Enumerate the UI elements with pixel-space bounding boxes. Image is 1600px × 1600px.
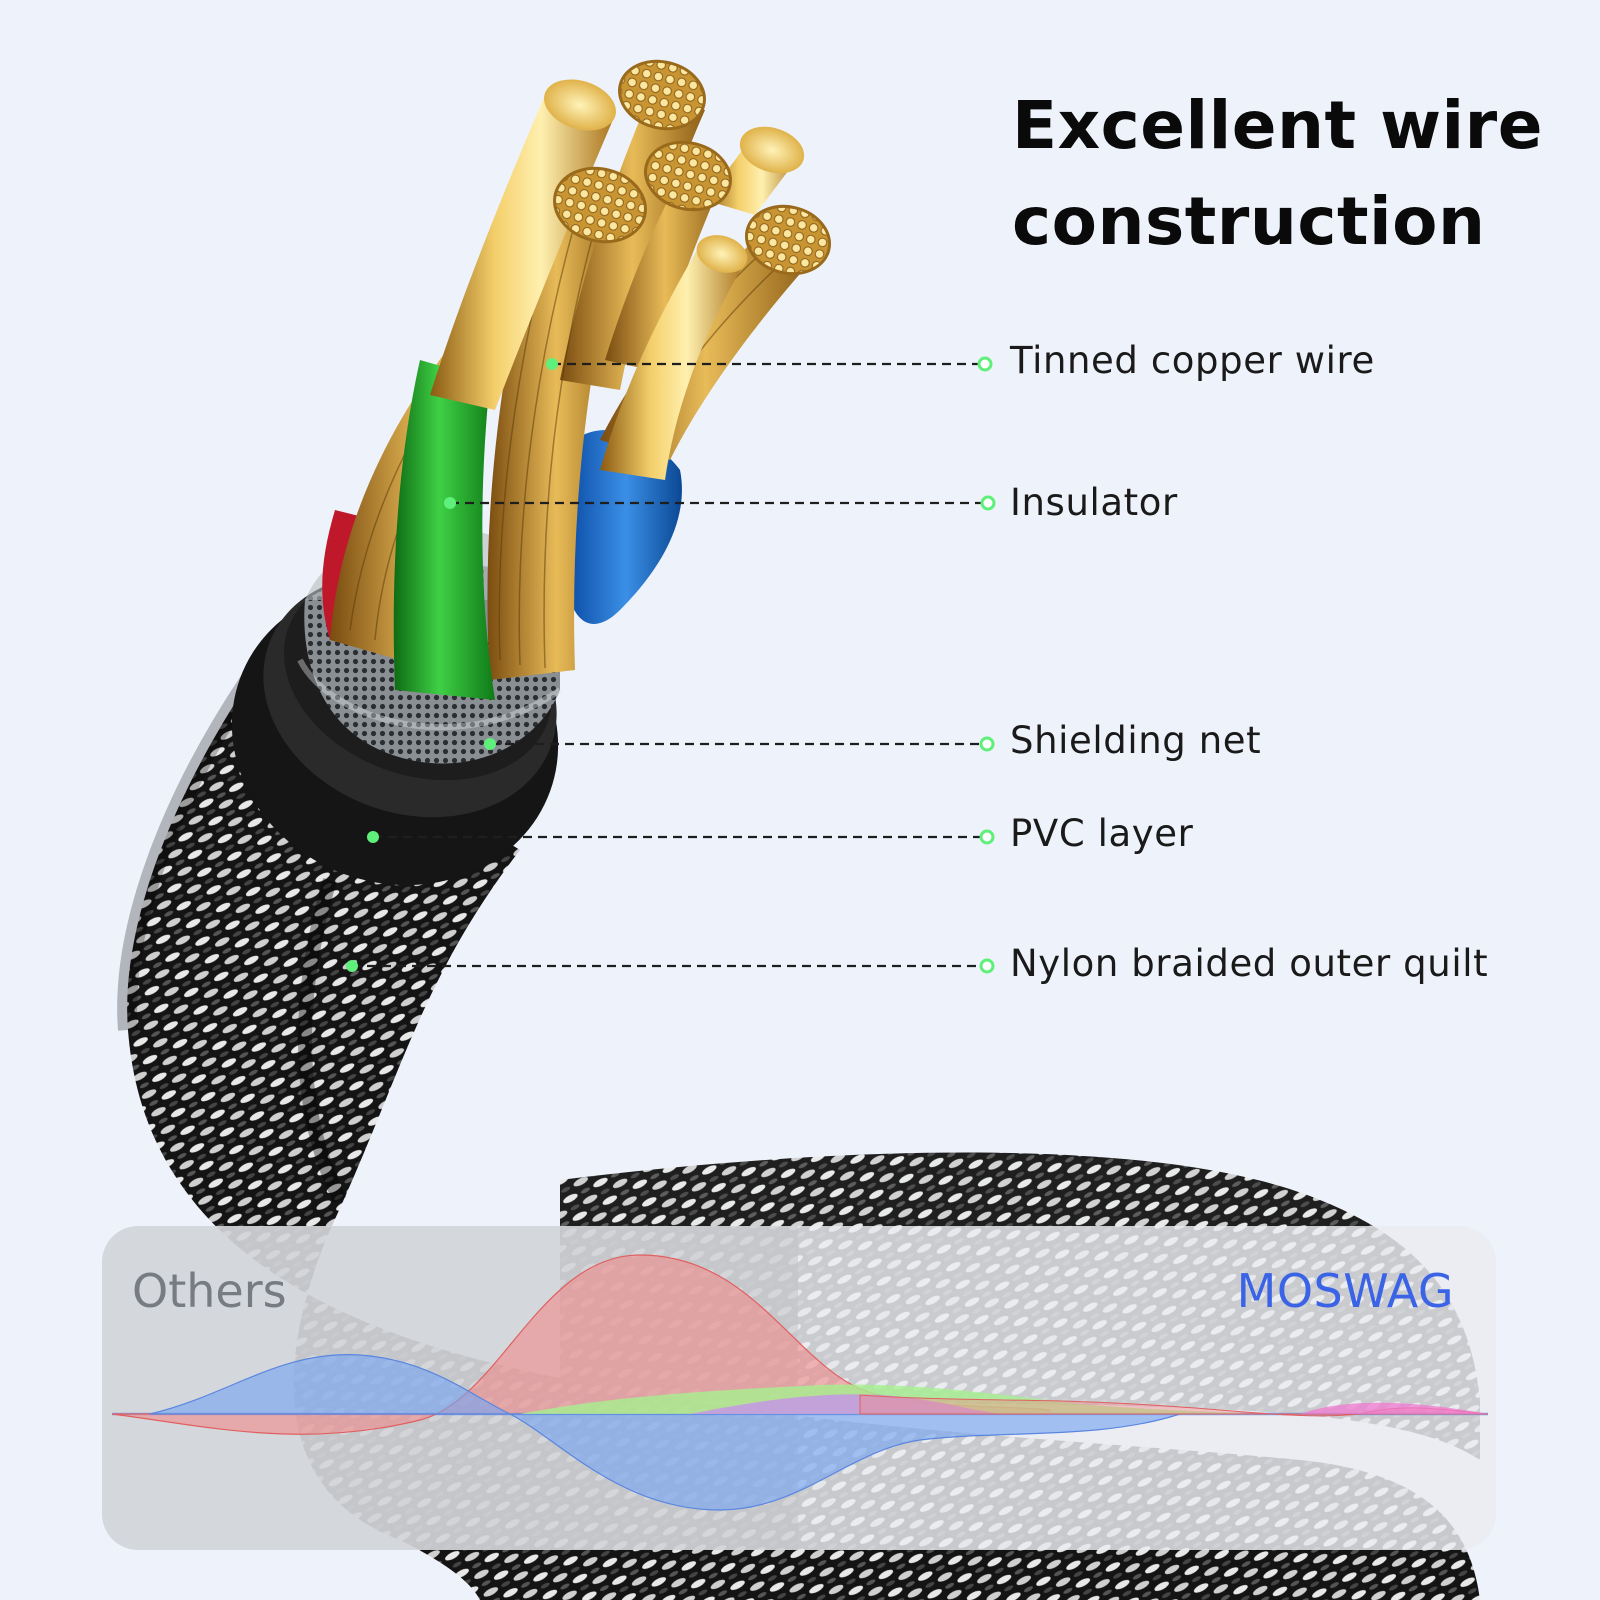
comparison-brand-label: MOSWAG xyxy=(1236,1264,1454,1318)
title-line-1: Excellent wire xyxy=(1012,87,1543,164)
callout-shielding-net: Shielding net xyxy=(1010,719,1262,762)
callout-nylon-braided-outer-quilt: Nylon braided outer quilt xyxy=(1010,942,1489,985)
blue-insulator xyxy=(570,430,682,624)
callout-leaders xyxy=(352,362,988,968)
comparison-others-label: Others xyxy=(132,1264,287,1318)
comparison-panel xyxy=(102,1226,1496,1550)
others-blue-wave xyxy=(149,1354,1181,1511)
solid-copper-wires xyxy=(430,79,805,480)
callout-tinned-copper-wire: Tinned copper wire xyxy=(1010,339,1375,382)
moswag-purple-wave xyxy=(690,1394,1000,1414)
insulator-dot xyxy=(444,497,456,509)
page-title: Excellent wire construction xyxy=(1012,78,1592,270)
shielding-dot xyxy=(484,738,496,750)
callout-dots xyxy=(346,356,996,974)
nylon-dot xyxy=(346,960,358,972)
callout-pvc-layer: PVC layer xyxy=(1010,812,1194,855)
callout-insulator: Insulator xyxy=(1010,481,1178,524)
moswag-pink-wave xyxy=(1300,1402,1488,1414)
pvc-dot xyxy=(367,831,379,843)
green-insulator xyxy=(393,360,495,700)
title-line-2: construction xyxy=(1012,183,1486,260)
strand-end-faces xyxy=(553,59,832,276)
copper-wire-dot xyxy=(546,358,558,370)
